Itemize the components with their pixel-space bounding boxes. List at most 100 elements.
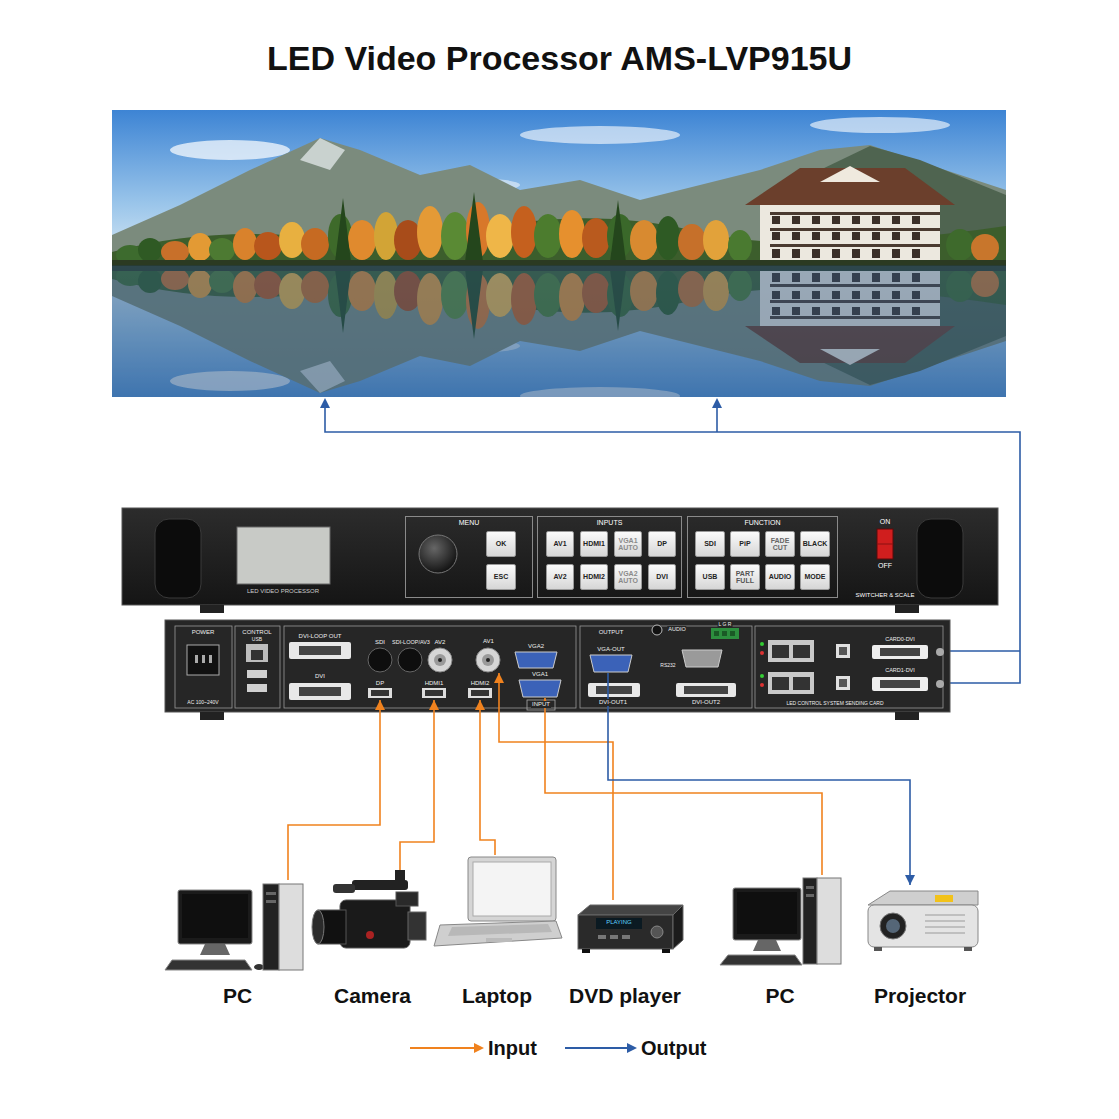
pc-icon (165, 960, 252, 970)
landscape (832, 216, 840, 224)
port-label: DP (375, 679, 385, 687)
rear-panel (428, 648, 452, 672)
label-holder: CARD0-DVI (884, 636, 916, 643)
landscape (792, 232, 800, 240)
landscape (465, 192, 483, 262)
front-panel (122, 508, 998, 613)
panel-label: RS232 (659, 662, 676, 668)
landscape (832, 249, 840, 258)
pc-icon (200, 944, 230, 955)
rear-panel (289, 683, 351, 700)
pc-icon-2 (817, 878, 841, 964)
projector-icon (868, 905, 978, 947)
rear-panel (682, 650, 722, 667)
button-label: VGA2 AUTO (615, 570, 641, 585)
camera-icon (312, 870, 426, 948)
landscape (852, 249, 860, 258)
label-holder: SDI-LOOP/AV3 (391, 639, 431, 646)
pc-icon-2 (806, 886, 814, 889)
label-holder: AV2 (434, 639, 447, 646)
landscape (852, 216, 860, 224)
rear-panel (590, 655, 632, 672)
button-label: AUDIO (769, 573, 792, 580)
landscape (656, 216, 680, 260)
rear-panel (714, 631, 719, 636)
output-arrowheads (712, 398, 722, 408)
rear-panel (519, 680, 561, 697)
rear-panel (165, 620, 950, 712)
laptop-icon (434, 921, 562, 946)
rear-panel (195, 655, 198, 663)
panel-button: PiP (730, 531, 760, 557)
rear-panel (438, 658, 442, 662)
rear-panel (768, 640, 814, 662)
landscape (772, 232, 780, 240)
projector-icon (925, 920, 965, 921)
panel-label: DVI-LOOP OUT (298, 633, 343, 640)
button-label: MODE (805, 573, 826, 580)
device-node: PC (170, 880, 305, 1008)
panel-button: PART FULL (730, 564, 760, 590)
rear-panel (468, 688, 492, 698)
device-node: Laptop (432, 855, 562, 1008)
button-label: OK (496, 540, 507, 547)
landscape (892, 232, 900, 240)
legend-sample (565, 1041, 637, 1055)
rear-panel (165, 620, 950, 720)
panel-button: AUDIO (765, 564, 795, 590)
rear-panel (684, 686, 728, 694)
projector-icon (868, 891, 978, 951)
legend-entry: Output (565, 1036, 707, 1060)
panel-label: SDI (374, 639, 386, 646)
rear-panel (793, 645, 810, 658)
dvd-player-icon (578, 915, 673, 949)
panel-button: AV2 (546, 564, 574, 590)
landscape (872, 216, 880, 224)
label-holder: ON (879, 518, 892, 526)
device-label: PC (223, 984, 252, 1008)
rear-panel (486, 658, 490, 662)
projector-icon (925, 915, 965, 933)
rear-panel (880, 680, 920, 688)
button-label: HDMI2 (583, 573, 605, 580)
legend-line (410, 1047, 476, 1049)
rear-panel (768, 672, 814, 694)
rear-panel (209, 655, 212, 663)
projector-icon (925, 932, 965, 933)
dvd-player-icon (598, 935, 606, 939)
landscape (610, 200, 626, 262)
landscape (703, 220, 729, 260)
pc-icon (182, 894, 248, 938)
front-panel (122, 508, 998, 605)
dvd-player-icon (596, 918, 642, 929)
rear-panel (772, 645, 789, 658)
panel-label: L G R (718, 621, 733, 627)
rear-panel (246, 644, 268, 662)
label-holder: PLAYING (605, 919, 633, 926)
landscape (770, 228, 940, 231)
connector-port: DP (366, 679, 394, 700)
lake-reflection (112, 265, 1006, 397)
landscape (892, 249, 900, 258)
rear-panel (368, 648, 392, 672)
landscape (912, 249, 920, 258)
device-node: Camera (315, 870, 430, 1008)
legend-entry: Input (410, 1036, 537, 1060)
projector-icon (935, 895, 953, 902)
rear-panel (299, 687, 341, 696)
panel-button: MODE (800, 564, 830, 590)
panel-label: INPUT (531, 701, 551, 708)
pc-icon-2 (737, 892, 797, 934)
front-panel (917, 519, 963, 598)
landscape (812, 249, 820, 258)
landscape (728, 230, 752, 262)
panel-label: AV2 (434, 639, 447, 646)
pc-icon-2 (720, 955, 802, 965)
laptop-icon (434, 857, 562, 946)
landscape (511, 206, 537, 258)
button-label: VGA1 AUTO (615, 537, 641, 552)
pc-icon (266, 900, 276, 903)
connector-port: VGA1 (517, 670, 563, 698)
button-label: DVI (656, 573, 668, 580)
